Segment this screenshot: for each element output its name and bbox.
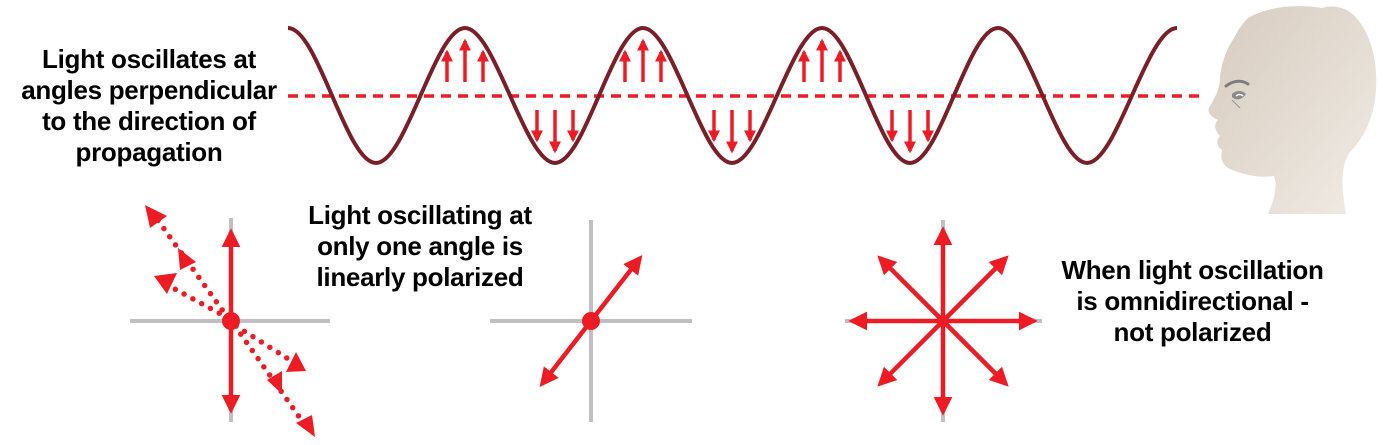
rotating-polarization-diagram (130, 205, 330, 437)
trough-arrows (531, 110, 934, 154)
crest-arrows (441, 38, 846, 82)
caption-linear-polarization: Light oscillating at only one angle is l… (308, 200, 532, 292)
linear-polarization-diagram (490, 220, 692, 422)
caption-unpolarized: When light oscillation is omnidirectiona… (1061, 255, 1324, 347)
eye-icon (1224, 79, 1250, 109)
head-profile-icon (1208, 6, 1377, 214)
caption-propagation: Light oscillates at angles perpendicular… (21, 44, 277, 167)
unpolarized-diagram (845, 220, 1042, 422)
light-wave (287, 25, 1178, 166)
